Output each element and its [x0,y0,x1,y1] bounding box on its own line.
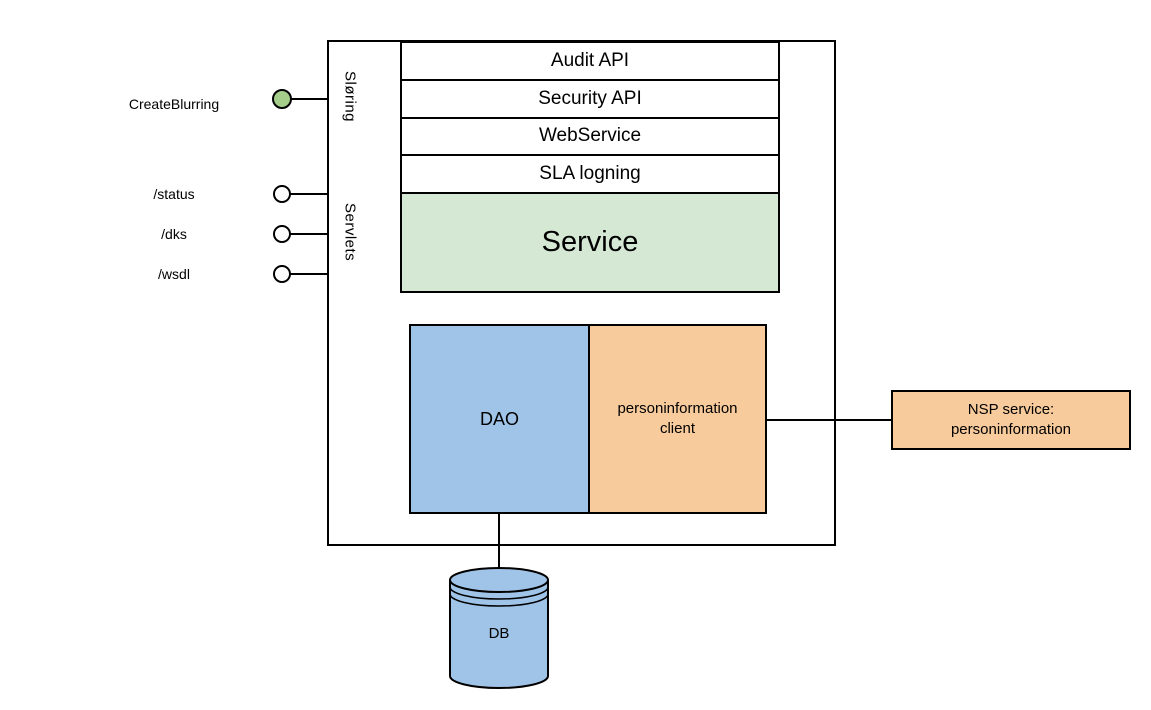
service-box: Service [400,192,780,293]
connector-nsp-service [766,419,891,421]
connector-dks [290,233,327,235]
connector-dao-db [498,512,500,570]
connector-status [290,193,327,195]
dks-label: /dks [161,226,187,242]
layer-security-api: Security API [402,80,778,119]
createblurring-endpoint-icon [272,89,292,109]
layer-audit-api: Audit API [402,43,778,81]
database-cylinder-icon [449,567,549,689]
status-endpoint-icon [273,185,291,203]
servlets-section-label: Servlets [341,202,359,262]
api-layer-stack: Audit API Security API WebService SLA lo… [400,41,780,194]
db-label: DB [488,625,510,642]
connector-wsdl [290,273,327,275]
sloring-section-label: Sløring [341,71,359,123]
nsp-service-box: NSP service: personinformation [891,390,1131,450]
connector-createblurring [291,98,327,100]
dao-box: DAO [409,324,590,514]
layer-sla-logning: SLA logning [402,156,778,192]
wsdl-endpoint-icon [273,265,291,283]
layer-webservice: WebService [402,118,778,157]
wsdl-label: /wsdl [158,266,190,282]
personinformation-client-box: personinformation client [588,324,767,514]
dks-endpoint-icon [273,225,291,243]
createblurring-label: CreateBlurring [128,96,220,112]
status-label: /status [153,186,195,202]
